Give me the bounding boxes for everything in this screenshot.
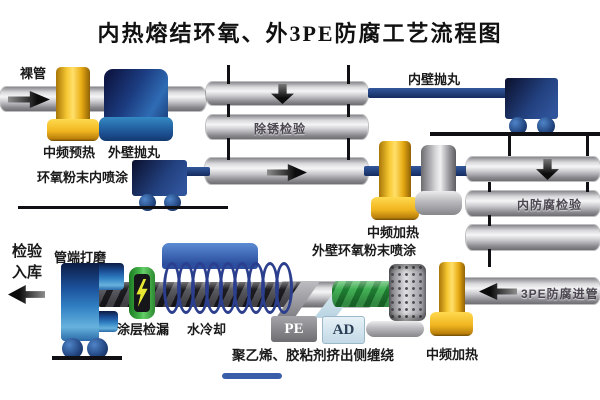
preheat-device — [56, 67, 90, 125]
mid-freq-heater-2-base — [430, 312, 473, 336]
rack-post — [227, 104, 230, 117]
epoxy-inner-spray-label: 环氧粉末内喷涂 — [37, 170, 129, 185]
mid-freq-heater-1 — [379, 141, 411, 202]
outer-blast-device-base — [99, 117, 173, 141]
cooling-coil — [163, 262, 293, 314]
diagram-title: 内热熔结环氧、外3PE防腐工艺流程图 — [97, 21, 503, 46]
grinder-machine-foot — [99, 311, 118, 332]
mid-freq-heater-1-base — [371, 197, 419, 220]
extrusion-winding-label: 聚乙烯、胶粘剂挤出侧缠绕 — [232, 348, 394, 363]
inspect-store-label-1: 检验 — [12, 243, 43, 260]
inner-blast-cart — [505, 78, 558, 119]
rack-post — [586, 182, 589, 192]
rust-inspection-label: 除锈检验 — [254, 122, 307, 136]
lightning-icon — [136, 279, 148, 307]
flow-arrow-left-icon — [8, 285, 45, 304]
cart-wheel — [537, 117, 555, 135]
rack-post — [488, 249, 491, 267]
rack-post — [488, 182, 491, 192]
connector-rod — [408, 166, 425, 176]
decorative-bar — [222, 373, 282, 379]
grinder-machine-arm — [99, 263, 124, 290]
gray-collar-device-base — [415, 191, 462, 215]
rack-post — [347, 65, 350, 84]
preheat-label: 中频预热 — [43, 145, 96, 160]
connector-rod — [453, 166, 472, 176]
blast-lance-rod — [368, 88, 508, 98]
inner-blast-label: 内壁抛丸 — [408, 72, 461, 87]
connector-rod — [364, 166, 382, 176]
inspect-store-label-2: 入库 — [12, 264, 43, 281]
rack-post — [227, 65, 230, 84]
ad-extruder-box: AD — [322, 316, 365, 344]
bare-pipe-label: 裸管 — [20, 66, 47, 81]
outer-blast-device — [104, 69, 168, 125]
coating-leak-test-label: 涂层检漏 — [117, 322, 170, 337]
outer-blast-label: 外壁抛丸 — [108, 145, 161, 160]
inner-coating-inspection-label: 内防腐检验 — [517, 198, 583, 212]
pipe-rack-1 — [206, 82, 368, 105]
mid-freq-heating-2-label: 中频加热 — [426, 347, 479, 362]
preheat-device-base — [47, 119, 99, 141]
gray-collar-device — [421, 145, 456, 195]
rack-post — [347, 104, 350, 117]
pipe-rack-b — [466, 191, 600, 216]
grinder-machine — [61, 263, 99, 341]
mid-freq-heating-1-label: 中频加热 — [367, 225, 420, 240]
cart-wheel — [87, 338, 108, 359]
water-cooling-label: 水冷却 — [187, 322, 227, 337]
spray-lance-rod — [183, 167, 210, 176]
cart-wheel — [509, 117, 527, 135]
pe-extruder-box: PE — [271, 316, 317, 342]
pipe-rack-c — [466, 225, 600, 250]
rack-post — [227, 138, 230, 160]
epoxy-spray-cart — [132, 160, 187, 196]
pipe-rack-2 — [206, 115, 368, 139]
cart-track — [18, 206, 228, 209]
rack-post — [508, 136, 511, 156]
outer-epoxy-spray-label: 外壁环氧粉末喷涂 — [312, 243, 417, 258]
cart-track — [52, 356, 122, 360]
incoming-pipe — [456, 278, 600, 304]
epoxy-sprayer-device — [389, 264, 426, 321]
cart-wheel — [62, 338, 83, 359]
mid-freq-heater-2 — [439, 262, 465, 318]
cart-track — [430, 132, 600, 136]
epoxy-sprayer-base — [366, 321, 424, 337]
pipe-rack-a — [466, 157, 600, 181]
rack-post — [586, 136, 589, 156]
pe-pipe-in-label: 3PE防腐进管 — [521, 287, 599, 301]
rack-post — [488, 215, 491, 226]
pipe-end-grinding-label: 管端打磨 — [54, 250, 107, 265]
rack-post — [347, 138, 350, 160]
